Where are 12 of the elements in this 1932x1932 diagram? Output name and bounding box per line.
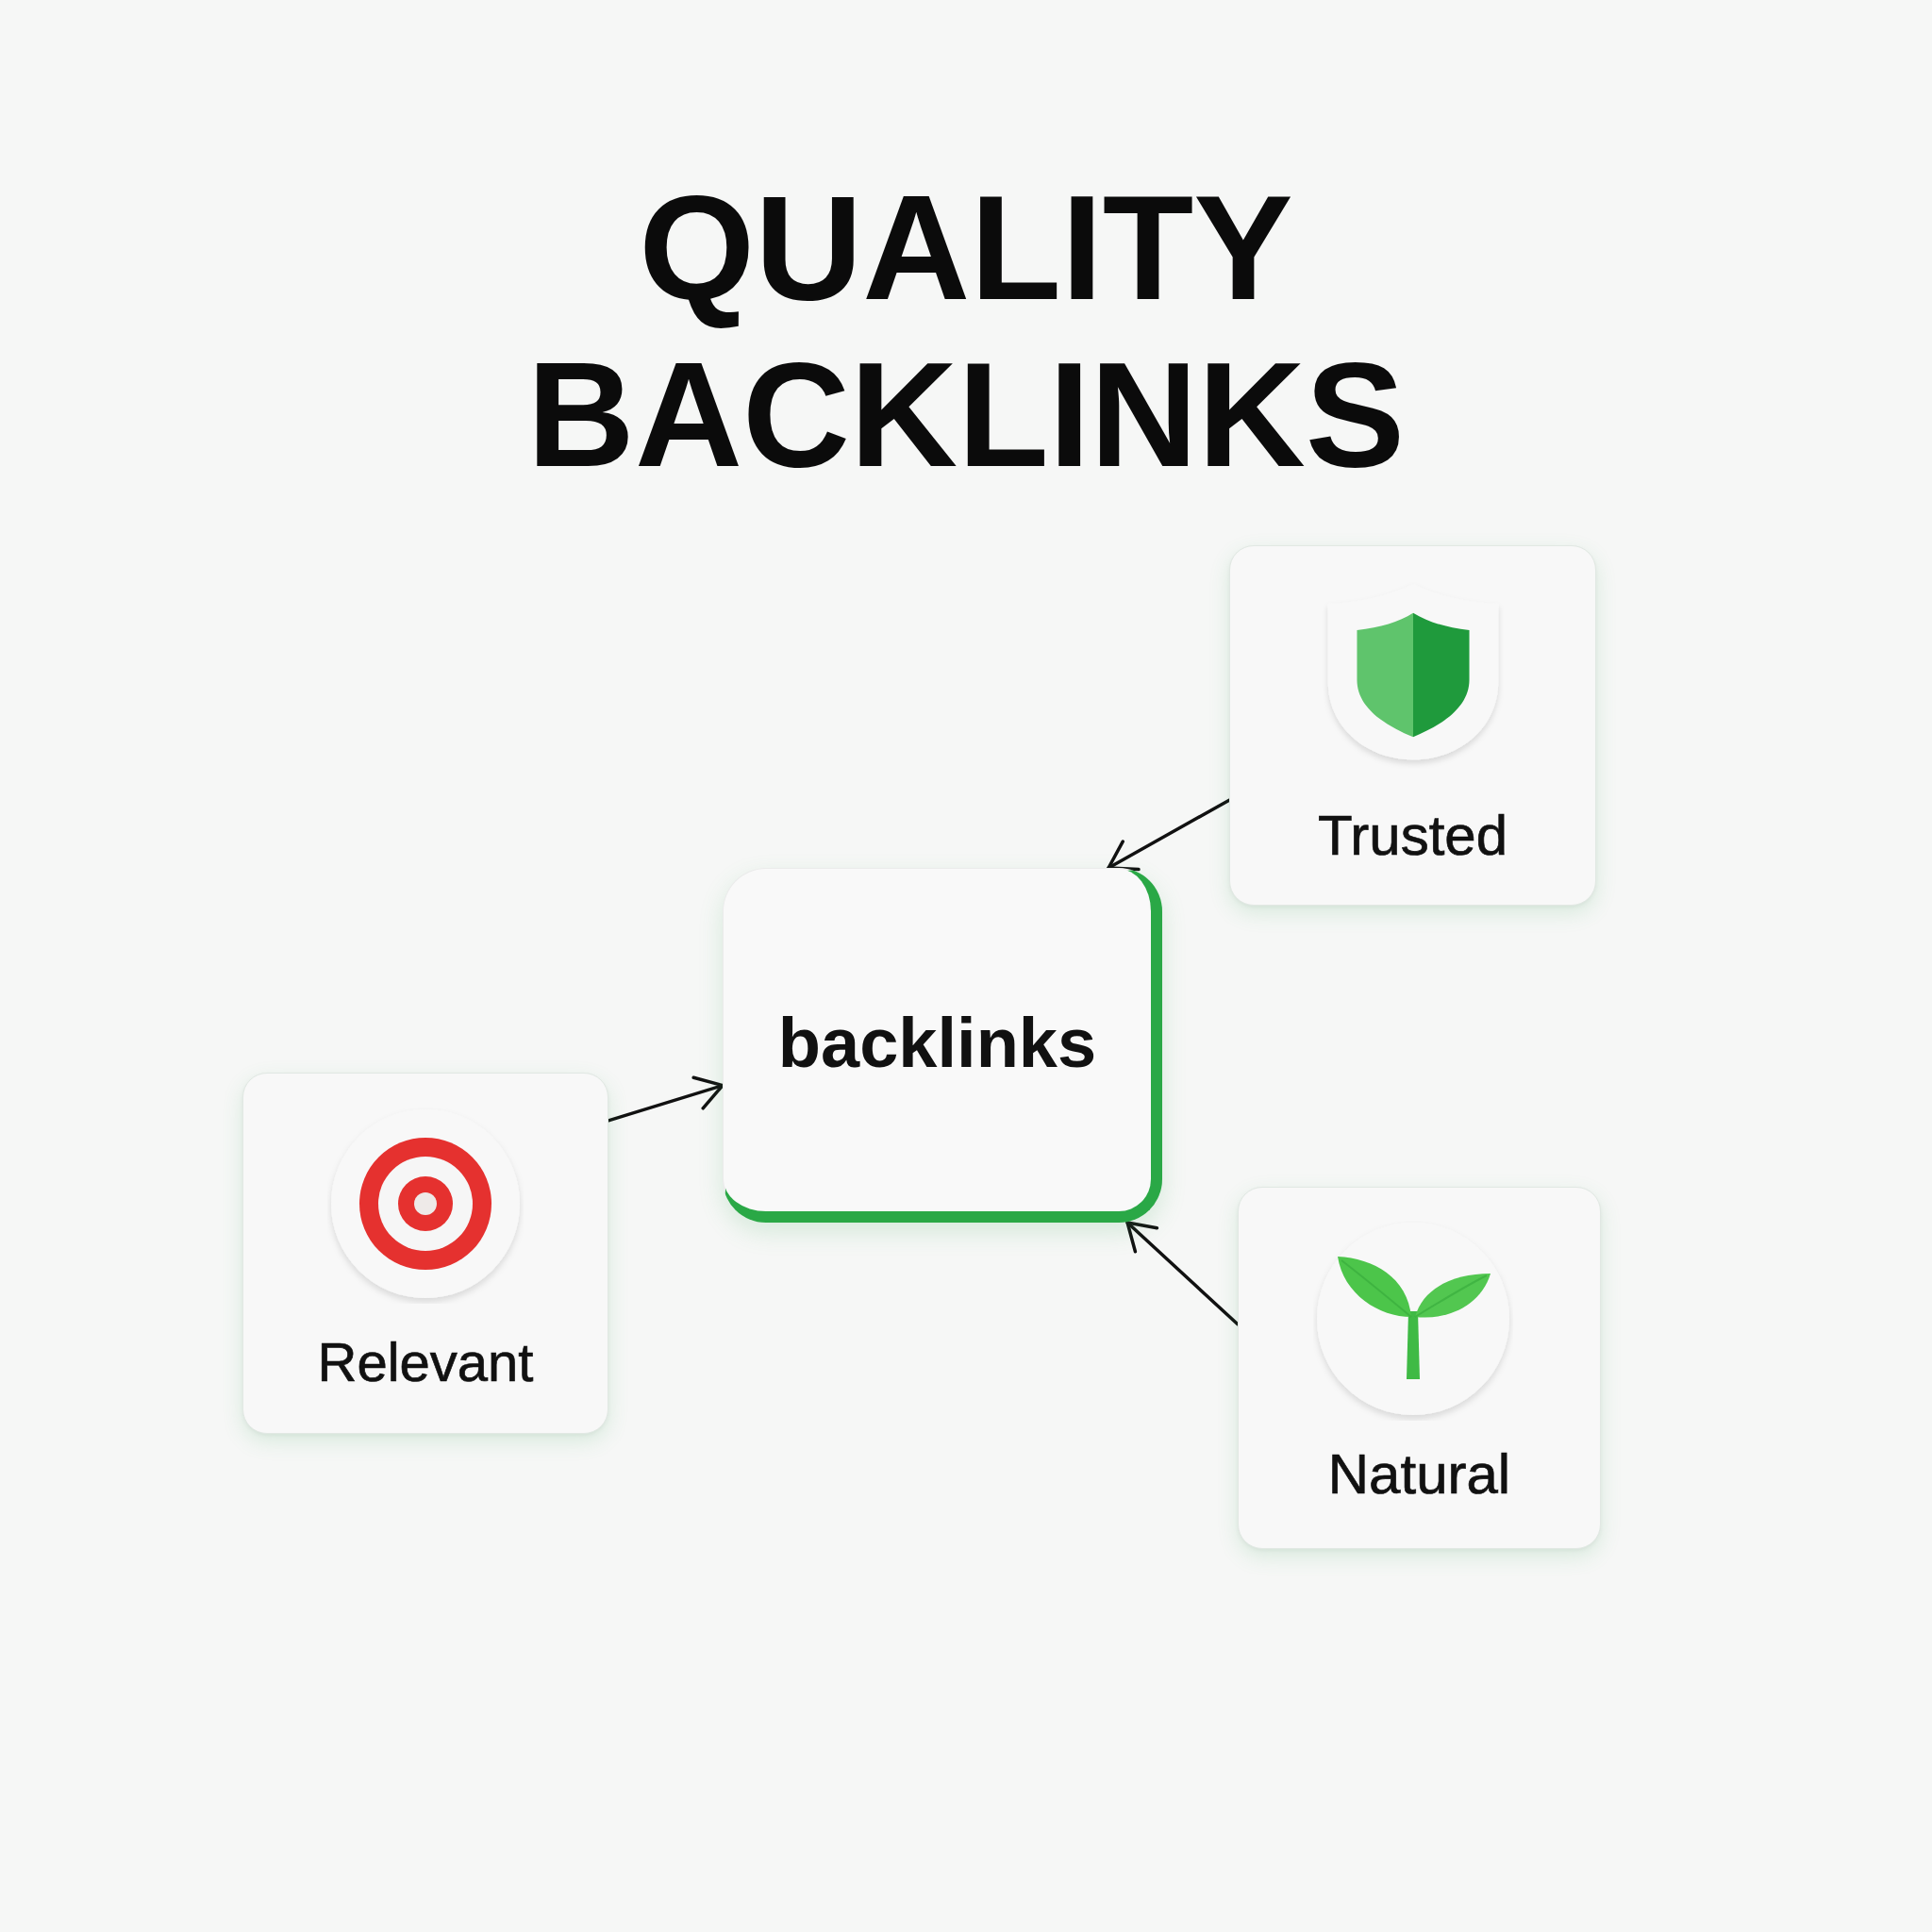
center-card — [723, 868, 1162, 1223]
arrow — [1107, 798, 1231, 872]
feature-card — [1229, 545, 1596, 906]
card-label: Natural — [1327, 1446, 1511, 1503]
feature-card — [1238, 1187, 1601, 1549]
title: QUALITY BACKLINKS — [525, 164, 1407, 498]
feature-card — [242, 1073, 608, 1434]
arrow — [1125, 1221, 1240, 1326]
card-label: Trusted — [1317, 808, 1508, 864]
arrow — [607, 1075, 724, 1123]
card-label: Relevant — [317, 1335, 534, 1390]
center-label: backlinks — [777, 1008, 1097, 1078]
